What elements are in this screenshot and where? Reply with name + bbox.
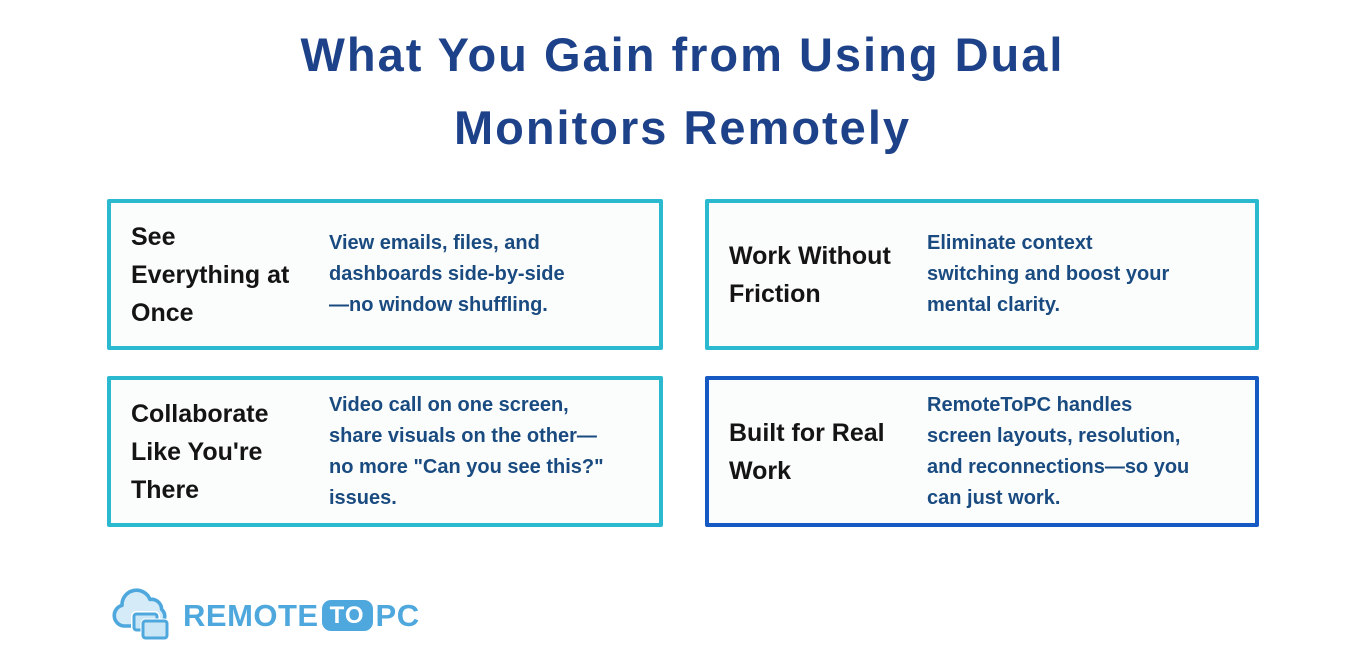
logo-to-badge: TO	[321, 600, 373, 631]
remotetopc-logo: REMOTE TO PC	[107, 585, 420, 646]
card-heading: Built for Real Work	[729, 418, 885, 485]
title-block: What You Gain from Using Dual Monitors R…	[0, 18, 1365, 164]
benefit-card-see-everything: See Everything at Once View emails, file…	[107, 199, 663, 350]
card-heading: Work Without Friction	[729, 241, 891, 308]
logo-text-remote: REMOTE	[183, 597, 319, 633]
benefit-card-built-for-real-work: Built for Real Work RemoteToPC handles s…	[705, 376, 1259, 527]
card-description: RemoteToPC handles screen layouts, resol…	[927, 393, 1190, 509]
cloud-with-monitors-icon	[107, 585, 175, 646]
card-heading: Collaborate Like You're There	[131, 399, 269, 504]
benefit-card-collaborate: Collaborate Like You're There Video call…	[107, 376, 663, 527]
page-title: What You Gain from Using Dual Monitors R…	[300, 28, 1065, 154]
logo-wordmark: REMOTE TO PC	[183, 598, 420, 634]
card-description: Eliminate context switching and boost yo…	[927, 232, 1170, 316]
card-heading: See Everything at Once	[131, 222, 290, 327]
benefit-card-work-without-friction: Work Without Friction Eliminate context …	[705, 199, 1259, 350]
logo-text-pc: PC	[375, 597, 420, 633]
card-description: View emails, files, and dashboards side-…	[329, 232, 565, 316]
card-description: Video call on one screen, share visuals …	[329, 393, 604, 509]
